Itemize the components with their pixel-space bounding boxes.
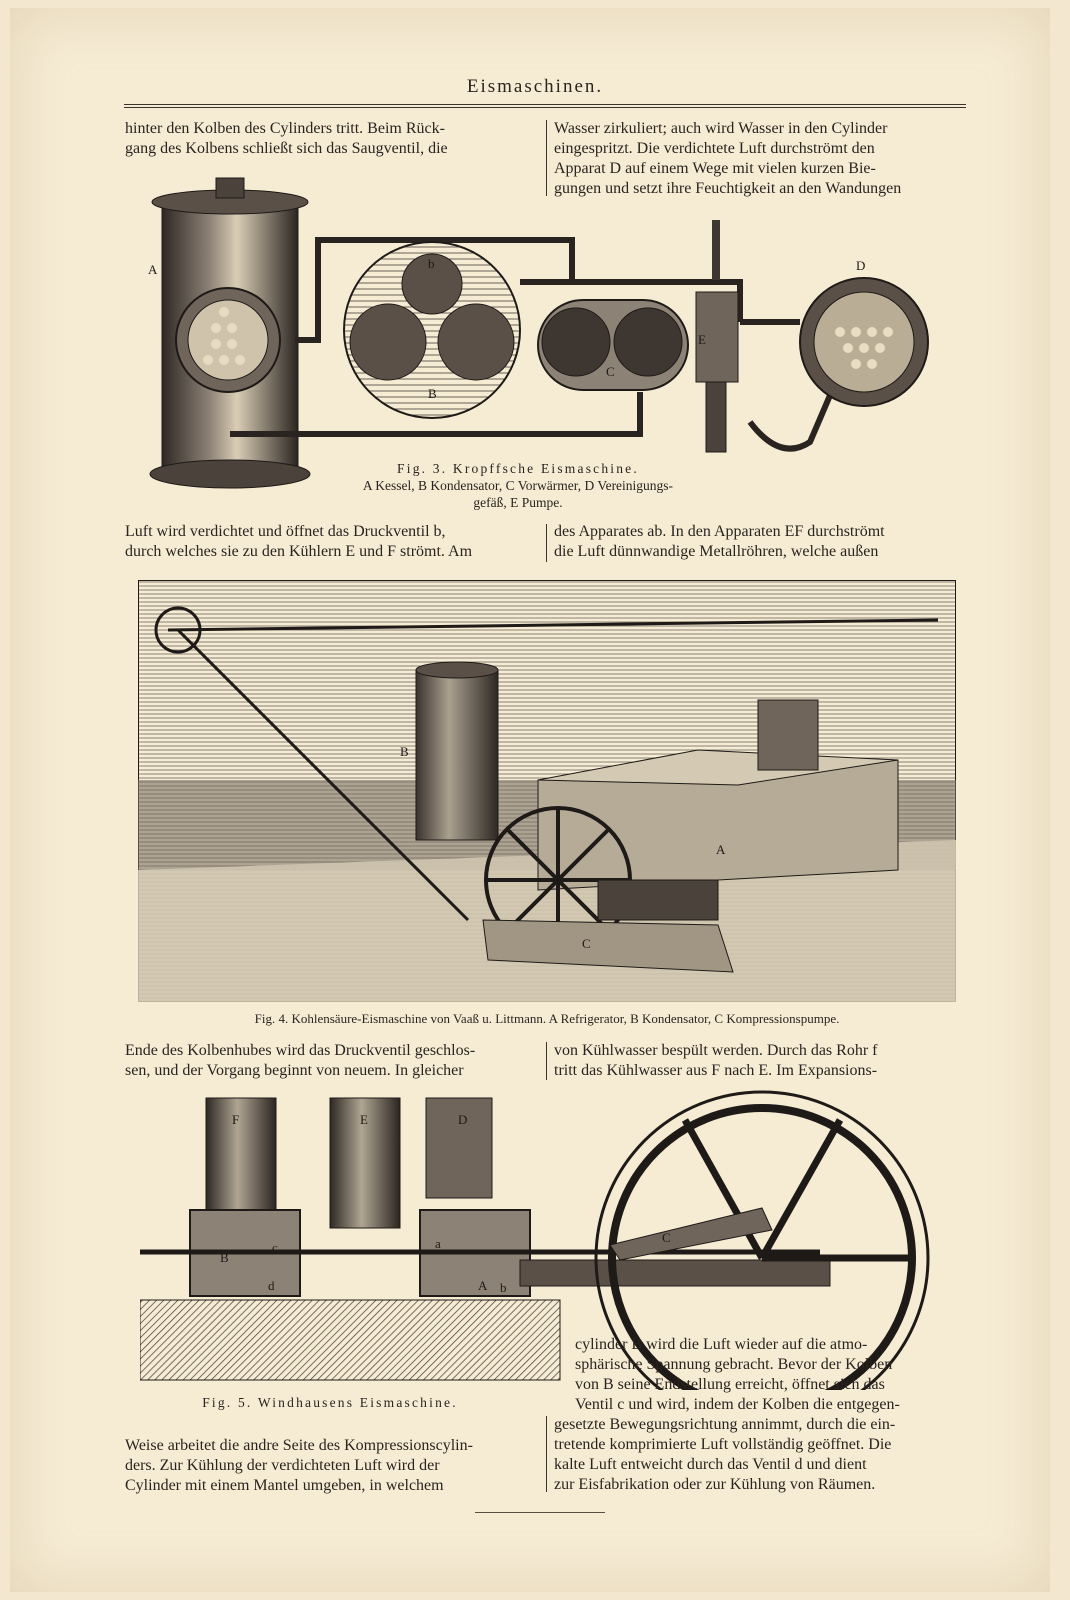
overhead-shaft — [154, 606, 939, 922]
text-line: eingespritzt. Die verdichtete Luft durch… — [554, 140, 875, 157]
text-block-3-left: Ende des Kolbenhubes wird das Druckventi… — [125, 1041, 539, 1081]
text-block-2-left: Luft wird verdichtet und öffnet das Druc… — [125, 522, 539, 562]
figure-5-windhausen-machine: F E D B A C a d b c — [140, 1090, 930, 1390]
text-line: ders. Zur Kühlung der verdichteten Luft … — [125, 1457, 440, 1474]
footer-rule — [475, 1512, 605, 1513]
cooler-e — [329, 1097, 401, 1229]
text-line: hinter den Kolben des Cylinders tritt. B… — [125, 120, 445, 137]
connecting-rod — [609, 1207, 773, 1261]
figure-3-title: Fig. 3. Kropffsche Eismaschine. — [397, 461, 639, 476]
vessel-d — [799, 277, 929, 407]
label-e: E — [360, 1112, 368, 1127]
label-small-d: d — [268, 1278, 275, 1293]
header-rule — [124, 104, 966, 108]
label-b: B — [428, 386, 437, 401]
column-separator — [546, 1416, 547, 1492]
column-separator — [546, 120, 547, 196]
label-b: B — [400, 744, 409, 759]
page-title: Eismaschinen. — [466, 76, 604, 97]
label-small-b: b — [500, 1280, 507, 1295]
text-line: Luft wird verdichtet und öffnet das Druc… — [125, 523, 446, 540]
text-line: gungen und setzt ihre Feuchtigkeit an de… — [554, 180, 902, 197]
figure-4-caption: Fig. 4. Kohlensäure-Eismaschine von Vaaß… — [254, 1011, 840, 1026]
text-line: zur Eisfabrikation oder zur Kühlung von … — [554, 1476, 876, 1493]
figure-5-caption: Fig. 5. Windhausens Eismaschine. — [140, 1394, 520, 1411]
column-separator — [546, 1042, 547, 1080]
text-line: die Luft dünnwandige Metallröhren, welch… — [554, 543, 879, 560]
text-line: Apparat D auf einem Wege mit vielen kurz… — [554, 160, 876, 177]
cooler-f — [205, 1097, 277, 1219]
text-line: gesetzte Bewegungsrichtung annimmt, durc… — [554, 1416, 896, 1433]
text-line: kalte Luft entweicht durch das Ventil d … — [554, 1456, 867, 1473]
flywheel-c — [594, 1090, 930, 1390]
tube-holes — [203, 307, 893, 369]
text-block-3-right: von Kühlwasser bespült werden. Durch das… — [554, 1041, 966, 1081]
text-line: Weise arbeitet die andre Seite des Kompr… — [125, 1437, 473, 1454]
engine-bed — [519, 1259, 831, 1287]
text-block-4-left: Weise arbeitet die andre Seite des Kompr… — [125, 1436, 539, 1496]
text-line: cylinder B wird die Luft wieder auf die … — [575, 1336, 868, 1353]
text-line: Ende des Kolbenhubes wird das Druckventi… — [125, 1042, 476, 1059]
label-small-c: c — [272, 1240, 278, 1255]
text-block-1-right: Wasser zirkuliert; auch wird Wasser in d… — [554, 119, 966, 199]
text-line: des Apparates ab. In den Apparaten EF du… — [554, 523, 885, 540]
pipe-network — [230, 237, 843, 452]
text-block-4-right-top: cylinder B wird die Luft wieder auf die … — [575, 1335, 966, 1415]
vessel-a — [149, 177, 311, 489]
figure-4-co2-ice-machine: B A C — [138, 580, 956, 1002]
label-f: F — [232, 1112, 239, 1127]
text-line: sen, und der Vorgang beginnt von neuem. … — [125, 1062, 464, 1079]
label-e: E — [698, 332, 706, 347]
label-small-a: a — [435, 1236, 441, 1251]
text-block-2-right: des Apparates ab. In den Apparaten EF du… — [554, 522, 966, 562]
preheater-c — [537, 299, 689, 391]
label-c: C — [582, 936, 591, 951]
text-block-4-right: gesetzte Bewegungsrichtung annimmt, durc… — [554, 1415, 966, 1495]
column-separator — [546, 524, 547, 562]
label-a: A — [148, 262, 158, 277]
label-b: B — [220, 1250, 229, 1265]
label-a: A — [478, 1278, 488, 1293]
figure-3-caption: Fig. 3. Kropffsche Eismaschine. A Kessel… — [318, 460, 718, 511]
label-b-small: b — [428, 256, 435, 271]
label-d: D — [856, 258, 865, 273]
condenser-b — [415, 661, 499, 841]
label-a: A — [716, 842, 726, 857]
text-line: von Kühlwasser bespült werden. Durch das… — [554, 1042, 878, 1059]
pump-c — [482, 879, 734, 973]
figure-3-legend-line: A Kessel, B Kondensator, C Vorwärmer, D … — [362, 478, 674, 493]
label-c: C — [606, 364, 615, 379]
text-line: tritt das Kühlwasser aus F nach E. Im Ex… — [554, 1062, 878, 1079]
label-d: D — [458, 1112, 467, 1127]
figure-3-kropff-machine: A B C D E b — [148, 177, 929, 489]
text-line: Cylinder mit einem Mantel umgeben, in we… — [125, 1477, 444, 1494]
text-line: von B seine Endstellung erreicht, öffnet… — [575, 1376, 885, 1393]
figure-3-legend-line: gefäß, E Pumpe. — [473, 495, 563, 510]
text-block-1-left: hinter den Kolben des Cylinders tritt. B… — [125, 119, 539, 159]
condenser-b — [343, 241, 521, 419]
text-line: Wasser zirkuliert; auch wird Wasser in d… — [554, 120, 888, 137]
label-c: C — [662, 1230, 671, 1245]
text-line: gang des Kolbens schließt sich das Saugv… — [125, 140, 448, 157]
text-line: sphärische Spannung gebracht. Bevor der … — [575, 1356, 893, 1373]
figure-5-title: Fig. 5. Windhausens Eismaschine. — [202, 1395, 458, 1410]
vessel-d — [425, 1097, 493, 1199]
text-line: Ventil c und wird, indem der Kolben die … — [575, 1396, 900, 1413]
text-line: durch welches sie zu den Kühlern E und F… — [125, 543, 473, 560]
text-line: tretende komprimierte Luft vollständig g… — [554, 1436, 892, 1453]
pump-e — [695, 220, 739, 453]
